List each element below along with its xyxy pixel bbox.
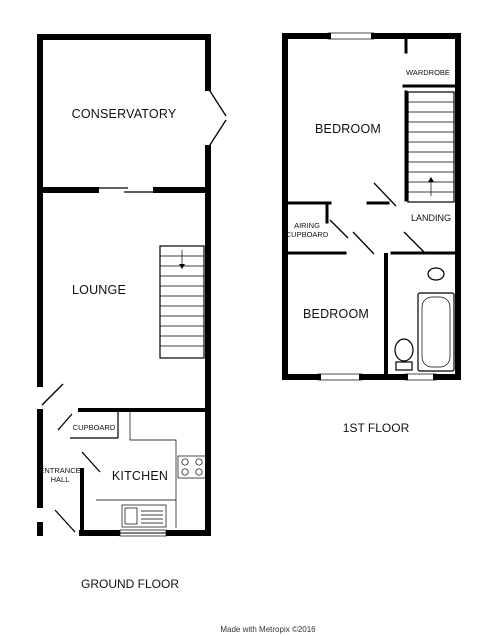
bath-inner xyxy=(421,296,451,368)
bathroom-window xyxy=(404,373,437,381)
hob-ring xyxy=(195,468,203,476)
room-label-bedroom-1: BEDROOM xyxy=(315,122,381,136)
room-label-conservatory: CONSERVATORY xyxy=(72,107,177,121)
room-label-cupboard: CUPBOARD xyxy=(73,423,116,432)
bedroom-2-door xyxy=(352,231,375,255)
room-label-lounge: LOUNGE xyxy=(72,283,126,297)
hob-ring xyxy=(195,458,203,466)
room-label-kitchen: KITCHEN xyxy=(112,469,168,483)
sink xyxy=(121,504,167,528)
wash-basin xyxy=(427,267,445,281)
room-label-bedroom-2: BEDROOM xyxy=(303,307,369,321)
hob-ring xyxy=(181,468,189,476)
bedroom-1-door xyxy=(373,182,397,207)
hob-ring xyxy=(181,458,189,466)
airing-cupboard-wall xyxy=(286,203,347,255)
sliding-door xyxy=(96,187,156,193)
sink-bowl xyxy=(124,507,138,525)
room-label-airing-cupboard-line1: AIRING xyxy=(294,221,320,230)
hob xyxy=(177,455,207,479)
room-label-entrance-hall-line1: ENTRANCE xyxy=(39,466,80,475)
bedroom-1-window xyxy=(327,32,375,40)
floor-title-ground: GROUND FLOOR xyxy=(81,577,179,591)
bedroom-2-window xyxy=(317,373,363,381)
room-label-airing-cupboard-line2: CUPBOARD xyxy=(286,230,329,239)
ground-staircase xyxy=(159,245,205,359)
first-floor-plan: BEDROOM WARDROBE LANDING AIRING CUPBOARD… xyxy=(282,32,461,435)
airing-cupboard-door xyxy=(329,219,349,239)
floor-title-first: 1ST FLOOR xyxy=(343,421,410,435)
room-label-wardrobe: WARDROBE xyxy=(406,68,450,77)
cupboard-door xyxy=(57,413,73,431)
cupboard-walls xyxy=(70,410,119,439)
bathroom-door xyxy=(403,231,425,253)
front-door xyxy=(54,509,76,533)
kitchen-worktop xyxy=(96,410,177,528)
toilet-cistern xyxy=(395,361,413,371)
kitchen-door xyxy=(81,451,101,473)
conservatory-door xyxy=(207,87,227,149)
kitchen-window-frame xyxy=(119,529,167,537)
credit-text: Made with Metropix ©2016 xyxy=(220,625,316,634)
sink-drainer xyxy=(141,510,163,524)
room-label-entrance-hall-line2: HALL xyxy=(51,475,70,484)
first-floor-staircase xyxy=(404,90,455,203)
ground-floor-plan: CONSERVATORY LOUNGE CUPBOARD KITCHEN ENT… xyxy=(37,34,227,591)
lounge-door xyxy=(41,383,64,406)
conservatory-wall xyxy=(37,34,211,191)
bath xyxy=(417,292,455,372)
room-label-landing: LANDING xyxy=(411,213,451,223)
toilet-bowl xyxy=(394,338,414,362)
kitchen-window xyxy=(120,529,166,537)
